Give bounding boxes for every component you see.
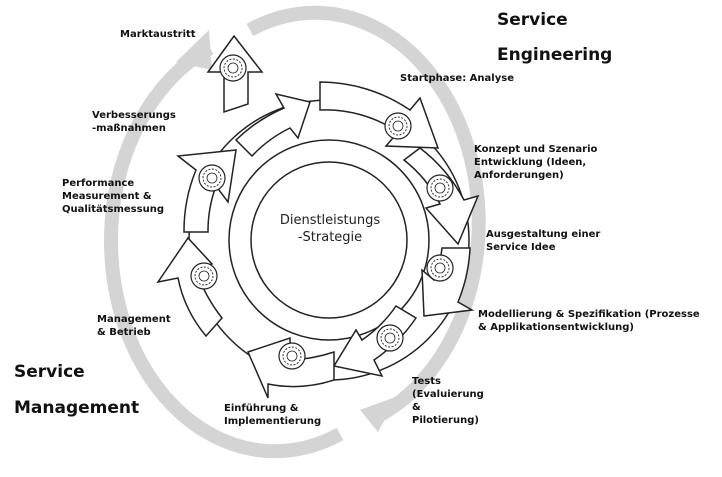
gear-icon: [190, 262, 218, 290]
process-arrow-verbesserung: [234, 92, 311, 158]
gear-icon: [426, 174, 454, 202]
service-engineering-title-line2: Engineering: [497, 45, 613, 65]
gear-icon: [278, 342, 306, 370]
outer-grey-cycle-arrow: [103, 5, 486, 459]
gear-icon: [376, 324, 404, 352]
phase-label-marktaustritt: Marktaustritt: [120, 29, 196, 40]
process-arrow-performance: [176, 149, 237, 233]
phase-label-tests: Tests (Evaluierung & Pilotierung): [412, 376, 484, 426]
gear-icon: [198, 164, 226, 192]
process-ring-inner: [228, 139, 430, 341]
phase-label-verbesserung: Verbesserungs -maßnahmen: [92, 110, 176, 134]
phase-label-startphase: Startphase: Analyse: [400, 73, 514, 84]
phase-label-management: Management & Betrieb: [97, 314, 171, 338]
strategy-circle: [250, 161, 408, 319]
strategy-label: Dienstleistungs -Strategie: [279, 213, 381, 245]
phase-label-performance: Performance Measurement & Qualitätsmessu…: [62, 178, 164, 215]
process-arrow-analyse: [319, 81, 440, 149]
service-engineering-title-line1: Service: [497, 10, 568, 30]
phase-label-ausgestaltung: Ausgestaltung einer Service Idee: [486, 229, 601, 253]
phase-label-einfuehrung: Einführung & Implementierung: [224, 403, 322, 427]
service-management-title-line1: Service: [14, 362, 85, 382]
phase-label-modellierung: Modellierung & Spezifikation (Prozesse &…: [478, 309, 700, 333]
gear-icon: [219, 54, 247, 82]
gear-icon: [426, 254, 454, 282]
gear-icon: [384, 112, 412, 140]
process-arrow-management: [156, 236, 223, 338]
service-management-title-line2: Management: [14, 398, 140, 418]
phase-label-konzept: Konzept und Szenario Entwicklung (Ideen,…: [474, 144, 598, 181]
